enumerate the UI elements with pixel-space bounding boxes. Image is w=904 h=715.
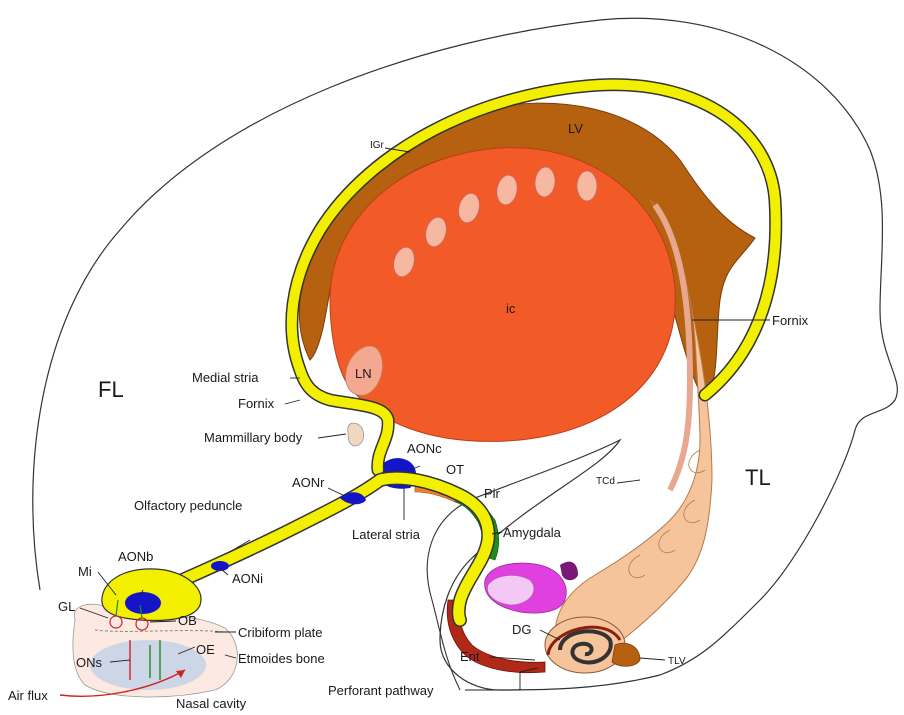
label-air-flux: Air flux <box>8 688 48 703</box>
hippocampus <box>545 617 625 673</box>
label-TLV: TLV <box>668 656 686 667</box>
aon-intermediate <box>211 561 229 571</box>
label-cribiform-plate: Cribiform plate <box>238 625 323 640</box>
label-Pir: Pir <box>484 486 501 501</box>
label-medial-stria: Medial stria <box>192 370 259 385</box>
label-fornix-right: Fornix <box>772 313 809 328</box>
label-LV: LV <box>568 121 583 136</box>
label-OE: OE <box>196 642 215 657</box>
label-OT: OT <box>446 462 464 477</box>
label-IGr: IGr <box>370 140 385 151</box>
label-Ent: Ent <box>460 649 480 664</box>
label-fornix-left: Fornix <box>238 396 275 411</box>
label-amygdala: Amygdala <box>503 525 562 540</box>
label-nasal-cavity: Nasal cavity <box>176 696 247 711</box>
label-mammillary-body: Mammillary body <box>204 430 303 445</box>
label-AONi: AONi <box>232 571 263 586</box>
label-LN: LN <box>355 366 372 381</box>
label-AONr: AONr <box>292 475 325 490</box>
label-AONc: AONc <box>407 441 442 456</box>
label-ONs: ONs <box>76 655 103 670</box>
label-DG: DG <box>512 622 532 637</box>
label-perforant-pathway: Perforant pathway <box>328 683 434 698</box>
label-TCd: TCd <box>596 476 615 487</box>
label-OB: OB <box>178 613 197 628</box>
label-GL: GL <box>58 599 75 614</box>
label-lateral-stria: Lateral stria <box>352 527 421 542</box>
label-ic: ic <box>506 301 516 316</box>
label-FL: FL <box>98 377 124 402</box>
label-TL: TL <box>745 465 771 490</box>
temporal-lobe-ventricle <box>612 643 640 666</box>
aon-bulbar <box>125 592 161 614</box>
label-olfactory-peduncle: Olfactory peduncle <box>134 498 242 513</box>
mammillary-body <box>348 423 364 446</box>
amygdala-dark <box>560 562 578 581</box>
label-AONb: AONb <box>118 549 153 564</box>
ic-oval <box>577 171 597 201</box>
olfactory-epithelium <box>90 640 206 690</box>
label-Mi: Mi <box>78 564 92 579</box>
label-etmoides-bone: Etmoides bone <box>238 651 325 666</box>
